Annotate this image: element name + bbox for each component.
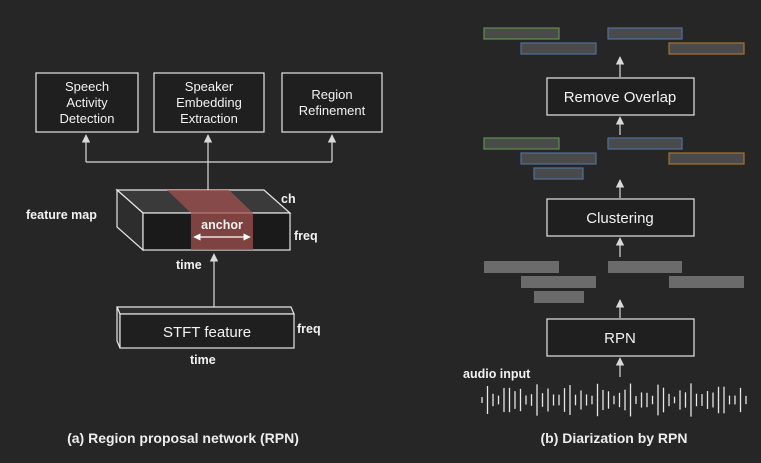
final-seg-green xyxy=(483,27,560,40)
panel-b: Remove Overlap Clustering xyxy=(463,27,747,446)
final-seg-orange xyxy=(668,42,745,55)
anchor-front xyxy=(191,213,253,250)
clustered-segments xyxy=(483,137,745,180)
emb-line-2: Embedding xyxy=(176,95,242,110)
clustered-seg-blue-2 xyxy=(533,167,584,180)
clustering-box: Clustering xyxy=(546,198,695,237)
final-seg-blue-2 xyxy=(607,27,683,40)
feature-map-block: anchor xyxy=(115,188,292,252)
sad-line-2: Activity xyxy=(66,95,108,110)
clustered-seg-blue-3 xyxy=(607,137,683,150)
rpn-box: RPN xyxy=(546,318,695,357)
final-seg-blue-1 xyxy=(520,42,597,55)
clustered-seg-blue-1 xyxy=(520,152,597,165)
stft-freq-label: freq xyxy=(297,322,321,336)
audio-input-label: audio input xyxy=(463,367,531,381)
proposal-seg-5 xyxy=(669,276,744,288)
emb-line-1: Speaker xyxy=(185,79,234,94)
panel-a-caption: (a) Region proposal network (RPN) xyxy=(67,430,299,446)
clustered-seg-orange xyxy=(668,152,745,165)
remove-overlap-label: Remove Overlap xyxy=(564,89,677,106)
panel-b-caption: (b) Diarization by RPN xyxy=(540,430,687,446)
proposal-seg-3 xyxy=(534,291,584,303)
audio-waveform xyxy=(481,383,747,417)
feature-map-label: feature map xyxy=(26,208,97,222)
rpn-label: RPN xyxy=(604,330,636,347)
final-segments xyxy=(483,27,745,55)
time-label: time xyxy=(176,258,202,272)
proposal-segments xyxy=(484,261,744,303)
sad-line-1: Speech xyxy=(65,79,109,94)
freq-label: freq xyxy=(294,229,318,243)
speaker-embedding-extraction-box: Speaker Embedding Extraction xyxy=(153,72,265,133)
remove-overlap-box: Remove Overlap xyxy=(546,77,695,116)
speech-activity-detection-box: Speech Activity Detection xyxy=(35,72,139,133)
stft-time-label: time xyxy=(190,353,216,367)
clustered-seg-green xyxy=(483,137,560,150)
sad-line-3: Detection xyxy=(60,111,115,126)
branch-connector xyxy=(81,134,337,190)
region-refinement-box: Region Refinement xyxy=(281,72,383,133)
stft-feature-label: STFT feature xyxy=(163,324,251,341)
emb-line-3: Extraction xyxy=(180,111,238,126)
proposal-seg-1 xyxy=(484,261,559,273)
stft-feature-block: STFT feature xyxy=(116,306,295,349)
proposal-seg-2 xyxy=(521,276,596,288)
ref-line-1: Region xyxy=(311,87,352,102)
clustering-label: Clustering xyxy=(586,210,654,227)
ch-label: ch xyxy=(281,192,296,206)
proposal-seg-4 xyxy=(608,261,682,273)
panel-a: Speech Activity Detection Speaker Embedd… xyxy=(26,72,383,446)
anchor-top xyxy=(167,190,253,213)
ref-line-2: Refinement xyxy=(299,103,366,118)
anchor-label: anchor xyxy=(201,218,243,232)
